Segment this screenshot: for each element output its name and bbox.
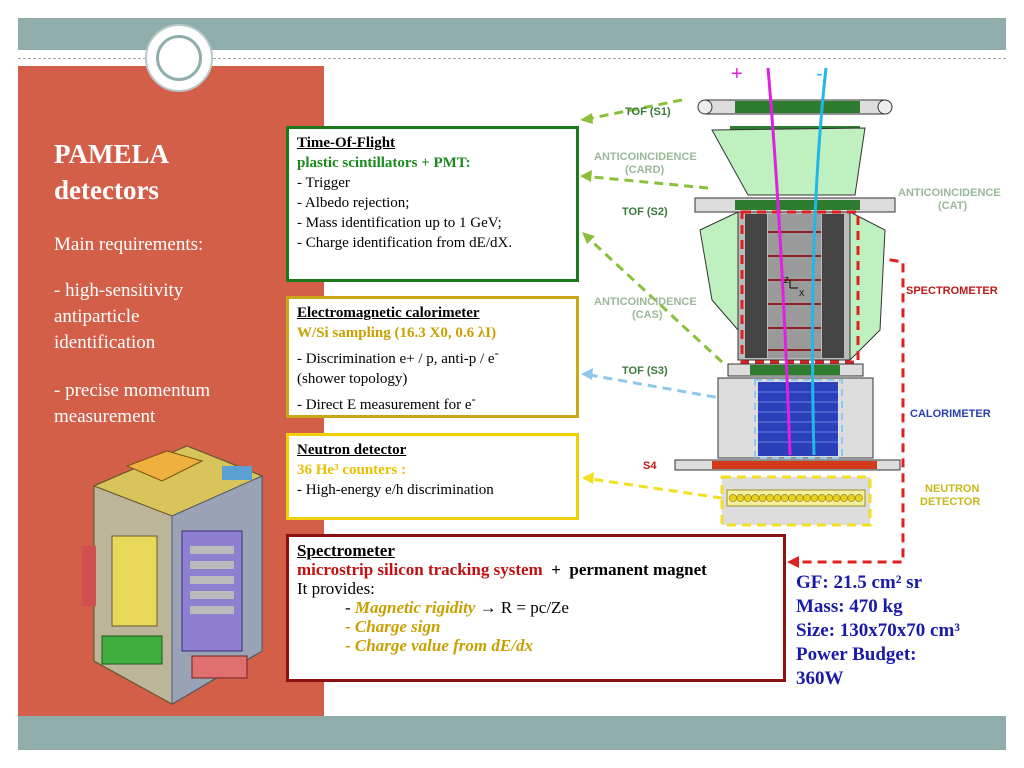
he3-counter [817, 494, 826, 502]
axis-x-label: X [799, 289, 805, 298]
he3-counter [847, 494, 856, 502]
detector-schematic-diagram: + - TOF (S1) ANTICOINCIDENCE (CARD) ANTI… [580, 63, 1001, 568]
tof-item: - Trigger [297, 175, 350, 191]
title-line-1: PAMELA [54, 139, 169, 169]
calorimeter-title: Electromagnetic calorimeter [297, 305, 480, 321]
he3-counter [840, 494, 848, 502]
requirement-1: - high-sensitivity antiparticle identifi… [54, 278, 314, 356]
title-line-2: detectors [54, 175, 159, 205]
spectrometer-plus: + [542, 560, 570, 579]
spectrometer-item-3: - Charge value from dE/dx [345, 636, 533, 655]
neutron-diagram-label-2: DETECTOR [920, 496, 980, 508]
he3-counter [825, 494, 834, 502]
spectrometer-item-1-prefix: - [345, 598, 355, 617]
he3-counter [743, 494, 752, 502]
he3-counter [751, 494, 760, 502]
req2-line1: - precise momentum [54, 380, 211, 401]
neutron-subtitle: 36 He³ counters : [297, 462, 407, 478]
dashed-divider [18, 58, 1006, 59]
arrow-right-icon: → [475, 598, 501, 617]
tof-s3-label: TOF (S3) [622, 365, 668, 377]
calorimeter-item-3: - Direct E measurement for e- [297, 389, 568, 415]
he3-counter [758, 494, 767, 502]
cas-label-2: (CAS) [632, 309, 663, 321]
main-requirements-label: Main requirements: [54, 234, 204, 255]
req1-line1: - high-sensitivity [54, 280, 184, 301]
instrument-specs: GF: 21.5 cm² sr Mass: 470 kg Size: 130x7… [796, 571, 1006, 691]
cat-label-1: ANTICOINCIDENCE [898, 187, 1001, 199]
calorimeter-info-box: Electromagnetic calorimeter W/Si samplin… [286, 296, 579, 418]
spec-power-1: Power Budget: [796, 644, 917, 665]
tof-item: - Albedo rejection; [297, 195, 410, 211]
spectrometer-diagram-label: SPECTROMETER [906, 285, 998, 297]
calorimeter-item-3-text: - Direct E measurement for e [297, 397, 472, 413]
spec-gf: GF: 21.5 cm² sr [796, 572, 922, 593]
s4-label: S4 [643, 460, 657, 472]
he3-counter [810, 494, 819, 502]
req2-line2: measurement [54, 406, 156, 427]
spec-size: Size: 130x70x70 cm³ [796, 620, 960, 641]
req1-line2: antiparticle [54, 306, 140, 327]
spec-power-2: 360W [796, 668, 844, 689]
tof-pointer-arrow [581, 98, 683, 122]
neutron-diagram-label-1: NEUTRON [925, 483, 979, 495]
negative-particle-track [811, 67, 828, 456]
cas-label-1: ANTICOINCIDENCE [594, 296, 697, 308]
calorimeter-diagram-label: CALORIMETER [910, 408, 991, 420]
plus-label: + [731, 63, 743, 85]
tof-item: - Mass identification up to 1 GeV; [297, 215, 502, 231]
axis-z-label: Z [784, 276, 789, 285]
card-label-1: ANTICOINCIDENCE [594, 151, 697, 163]
he3-counter [832, 494, 841, 502]
calorimeter-item-1-text: - Discrimination e+ / p, anti-p / e [297, 351, 495, 367]
he3-counter [788, 494, 797, 502]
spectrometer-provides: It provides: [297, 579, 375, 598]
tof-item: - Charge identification from dE/dX. [297, 235, 513, 251]
req1-line3: identification [54, 332, 156, 353]
he3-counter [854, 494, 863, 502]
calorimeter-item-3-sup: - [471, 392, 476, 406]
spectrometer-item-2: - Charge sign [345, 617, 441, 636]
positive-particle-track [766, 67, 792, 456]
calorimeter-item-2: (shower topology) [297, 371, 408, 387]
spectrometer-subtitle-red: microstrip silicon tracking system [297, 560, 543, 579]
neutron-pointer-arrow [583, 476, 723, 500]
calorimeter-item-1-sup: - [494, 346, 499, 360]
spectrometer-item-1: - Magnetic rigidity → R = pc/Ze [297, 598, 775, 617]
spec-mass: Mass: 470 kg [796, 596, 903, 617]
he3-counter [773, 494, 782, 502]
tof-s1-label: TOF (S1) [625, 106, 671, 118]
ring-ornament-icon [145, 24, 213, 92]
cas-pointer-arrow [584, 234, 724, 364]
he3-counter [780, 494, 789, 502]
spectrometer-item-1-eq: R = pc/Ze [500, 598, 569, 617]
spectrometer-title: Spectrometer [297, 541, 395, 560]
calorimeter-subtitle: W/Si sampling (16.3 X0, 0.6 λI) [297, 325, 497, 341]
tof-title: Time-Of-Flight [297, 135, 396, 151]
he3-counter [803, 494, 811, 502]
he3-counter [729, 494, 737, 502]
he3-counter [736, 494, 745, 502]
calorimeter-item-1: - Discrimination e+ / p, anti-p / e- [297, 343, 568, 369]
spectrometer-item-1-em: Magnetic rigidity [354, 598, 476, 617]
page-title: PAMELA detectors [54, 136, 314, 208]
he3-counter [795, 494, 804, 502]
tof-s2-label: TOF (S2) [622, 206, 668, 218]
he3-counter [766, 494, 774, 502]
neutron-title: Neutron detector [297, 442, 407, 458]
neutron-item-1: - High-energy e/h discrimination [297, 482, 494, 498]
card-label-2: (CARD) [625, 164, 664, 176]
instrument-3d-model-illustration [82, 445, 264, 705]
spectrometer-subtitle-rest: permanent magnet [569, 560, 707, 579]
tof-subtitle: plastic scintillators + PMT: [297, 155, 471, 171]
spectrometer-subtitle: microstrip silicon tracking system + per… [297, 560, 775, 579]
minus-label: - [816, 63, 823, 85]
cat-label-2: (CAT) [938, 200, 967, 212]
tof-info-box: Time-Of-Flight plastic scintillators + P… [286, 126, 579, 282]
bottom-bar [18, 716, 1006, 750]
requirement-2: - precise momentum measurement [54, 378, 314, 430]
neutron-info-box: Neutron detector 36 He³ counters : - Hig… [286, 433, 579, 520]
card-pointer-arrow [581, 174, 709, 190]
spectrometer-info-box: Spectrometer microstrip silicon tracking… [286, 534, 786, 682]
